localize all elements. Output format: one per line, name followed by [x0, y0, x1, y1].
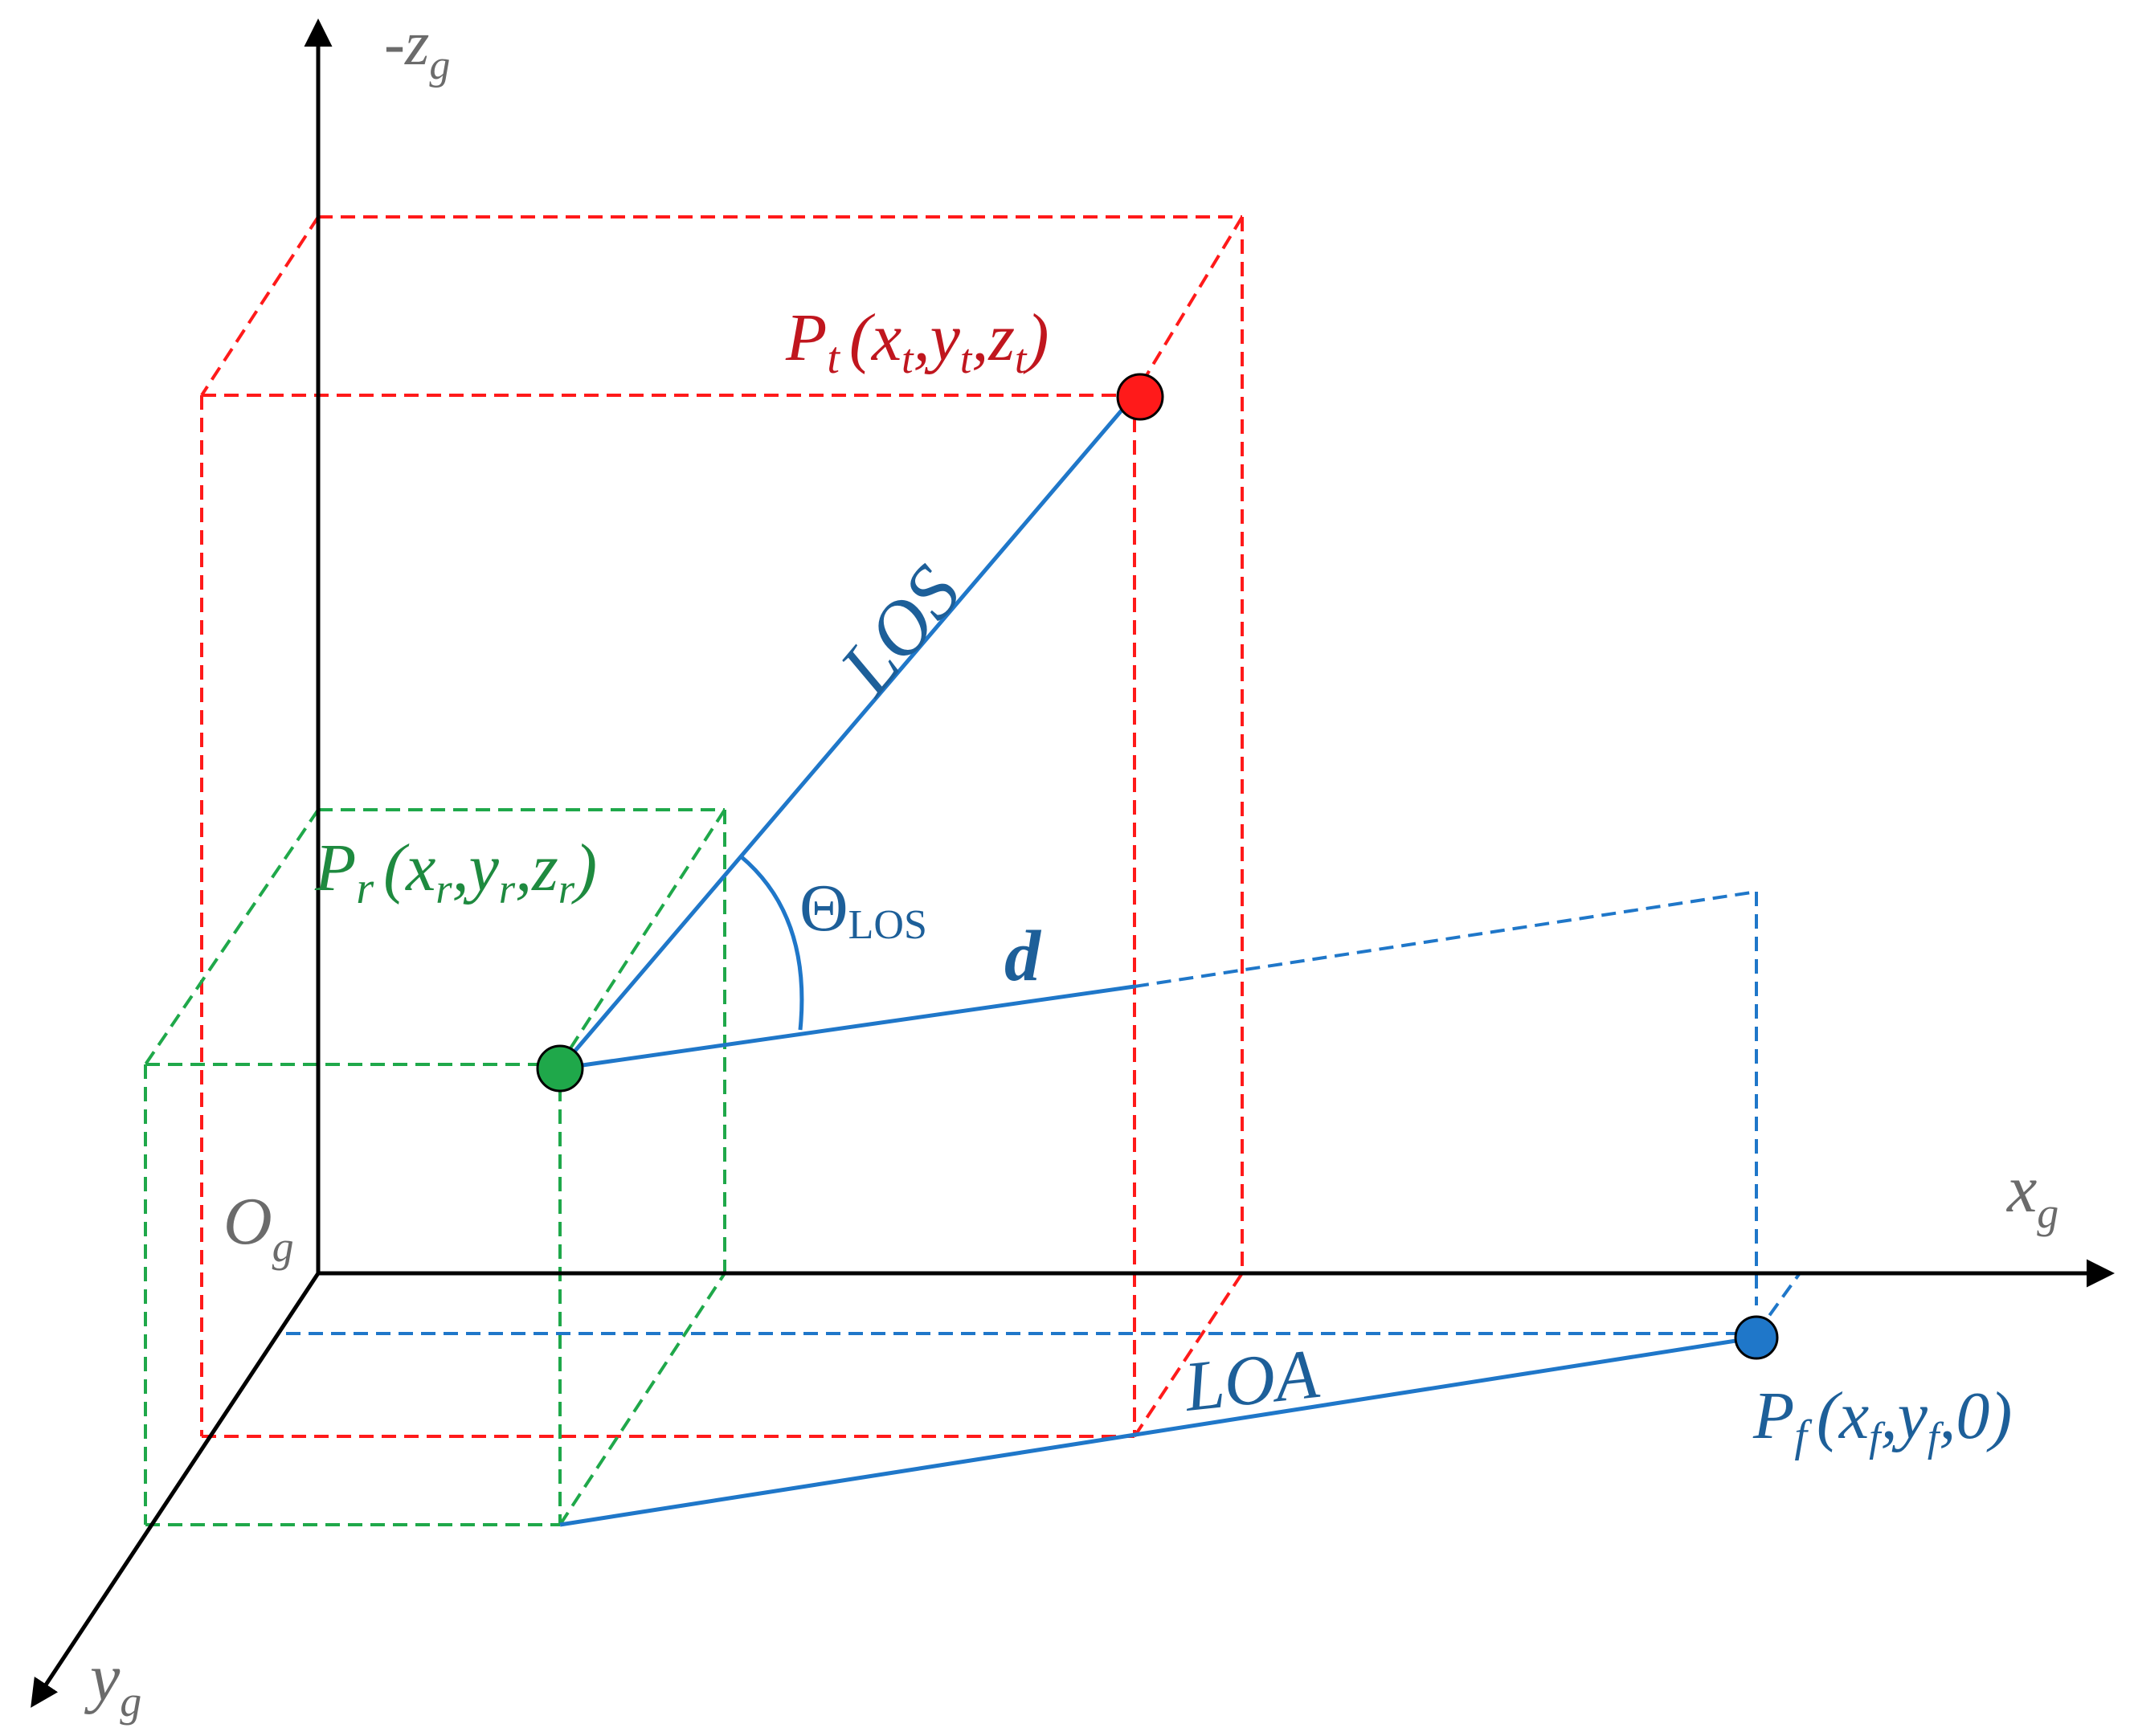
origin-label-sub: g	[272, 1223, 294, 1271]
receiver-point	[536, 1044, 584, 1093]
target-box-edge	[1133, 1272, 1244, 1438]
target-label: Pt(xt,yt,zt)	[785, 300, 1049, 383]
receiver-label-c2: r	[499, 867, 516, 913]
receiver-label-name: P	[314, 831, 356, 905]
y-axis-label-main: y	[84, 1640, 121, 1715]
foot-label-mid2: ,0	[1939, 1379, 1989, 1453]
target-box	[200, 215, 1244, 1438]
y-axis-label: yg	[84, 1640, 141, 1726]
loa-line	[559, 1335, 1757, 1527]
receiver-label-c3: r	[558, 867, 575, 913]
foot-label-open: (x	[1817, 1379, 1869, 1453]
target-label-mid2: ,z	[971, 300, 1015, 375]
target-point	[1116, 373, 1164, 421]
z-axis-label-main: -z	[384, 8, 429, 78]
axes	[31, 18, 2115, 1708]
foot-label-close: )	[1986, 1379, 2012, 1453]
target-label-mid1: ,y	[914, 300, 961, 375]
target-box-edge	[1133, 215, 1244, 397]
foot-point	[1734, 1315, 1779, 1360]
d-line	[559, 984, 1135, 1071]
receiver-label-mid2: ,z	[515, 831, 558, 905]
solid-lines	[558, 394, 1757, 1527]
target-label-name: P	[785, 300, 827, 375]
x-axis-label-main: x	[2005, 1152, 2037, 1227]
receiver-label: Pr(xr,yr,zr)	[314, 831, 597, 913]
foot-label-name: P	[1752, 1379, 1794, 1453]
target-label-c1: t	[901, 337, 914, 382]
receiver-label-open: (x	[383, 831, 435, 905]
x-axis-label: xg	[2005, 1152, 2058, 1237]
origin-label: Og	[223, 1184, 294, 1271]
angle-label: ΘLOS	[799, 871, 927, 948]
y-axis	[31, 1272, 321, 1708]
target-label-c3: t	[1015, 337, 1028, 382]
loa-label: LOA	[1179, 1335, 1323, 1427]
receiver-label-c1: r	[435, 867, 452, 913]
angle-symbol: Θ	[799, 871, 848, 946]
foot-projection	[286, 890, 1801, 1335]
receiver-label-close: )	[571, 831, 597, 905]
z-axis-label: -zg	[384, 8, 450, 88]
receiver-box-edge	[558, 1272, 726, 1526]
target-label-close: )	[1024, 300, 1049, 375]
receiver-box-edge	[144, 808, 320, 1066]
foot-label: Pf(xf,yf,0)	[1752, 1379, 2012, 1461]
foot-label-mid1: ,y	[1881, 1379, 1928, 1453]
receiver-box	[144, 808, 726, 1526]
angle-subscript: LOS	[848, 902, 927, 948]
los-line	[558, 394, 1136, 1070]
target-label-open: (x	[849, 300, 901, 375]
d-extension-line	[1134, 890, 1757, 988]
receiver-label-mid1: ,y	[452, 831, 500, 905]
angle-arc	[739, 855, 804, 1031]
distance-label: d	[1004, 917, 1042, 996]
los-label: LOS	[822, 549, 977, 711]
origin-label-main: O	[223, 1184, 272, 1259]
target-label-sub: t	[827, 333, 840, 383]
y-axis-label-sub: g	[120, 1677, 141, 1726]
foot-label-sub: f	[1794, 1411, 1813, 1461]
x-axis-label-sub: g	[2037, 1189, 2058, 1237]
target-box-edge	[200, 215, 320, 397]
z-axis-label-sub: g	[429, 43, 450, 88]
target-label-c2: t	[960, 337, 973, 382]
receiver-box-edge	[558, 808, 726, 1066]
receiver-label-sub: r	[356, 864, 374, 913]
